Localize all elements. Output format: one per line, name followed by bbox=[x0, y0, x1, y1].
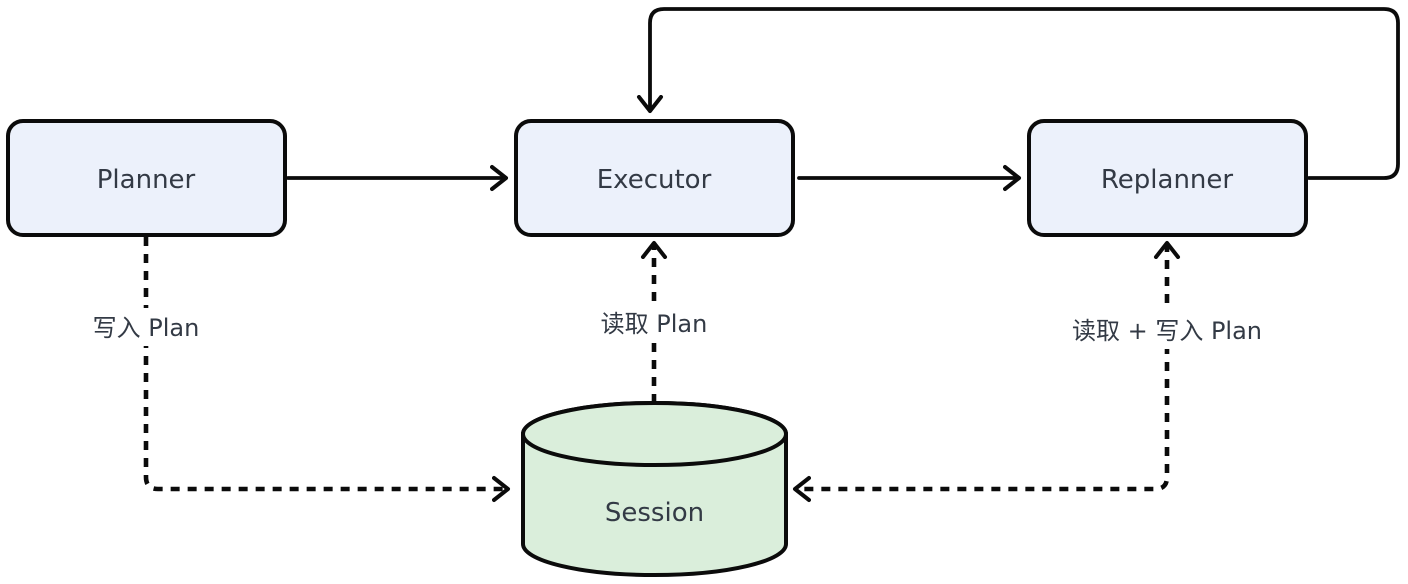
replanner-label: Replanner bbox=[1101, 165, 1234, 195]
edge-replanner-to-executor-loop bbox=[637, 7, 1400, 180]
edge-label-write-plan-text: 写入 Plan bbox=[93, 314, 200, 342]
edge-label-write-plan-bg bbox=[81, 308, 211, 346]
planner-box bbox=[6, 119, 287, 237]
executor-label: Executor bbox=[597, 165, 712, 195]
replanner-node: Replanner bbox=[1027, 119, 1308, 237]
edge-label-read-write-plan: 读取 + 写入 Plan bbox=[1062, 311, 1272, 349]
planner-node: Planner bbox=[6, 119, 287, 237]
edge-replanner-to-session bbox=[793, 241, 1180, 502]
edge-label-read-plan-text: 读取 Plan bbox=[601, 310, 708, 338]
edge-label-read-write-plan-text: 读取 + 写入 Plan bbox=[1072, 317, 1262, 345]
session-cylinder-node: Session bbox=[521, 401, 788, 577]
edge-label-read-plan: 读取 Plan bbox=[589, 304, 719, 342]
session-label: Session bbox=[605, 498, 704, 528]
edge-label-read-write-plan-bg bbox=[1062, 311, 1272, 349]
session-cylinder-top bbox=[521, 401, 788, 467]
edge-planner-to-session bbox=[143, 237, 510, 502]
executor-node: Executor bbox=[514, 119, 795, 237]
edge-label-write-plan: 写入 Plan bbox=[81, 308, 211, 346]
replanner-box bbox=[1027, 119, 1308, 237]
edge-label-read-plan-bg bbox=[589, 304, 719, 342]
executor-box bbox=[514, 119, 795, 237]
planner-label: Planner bbox=[97, 165, 196, 195]
